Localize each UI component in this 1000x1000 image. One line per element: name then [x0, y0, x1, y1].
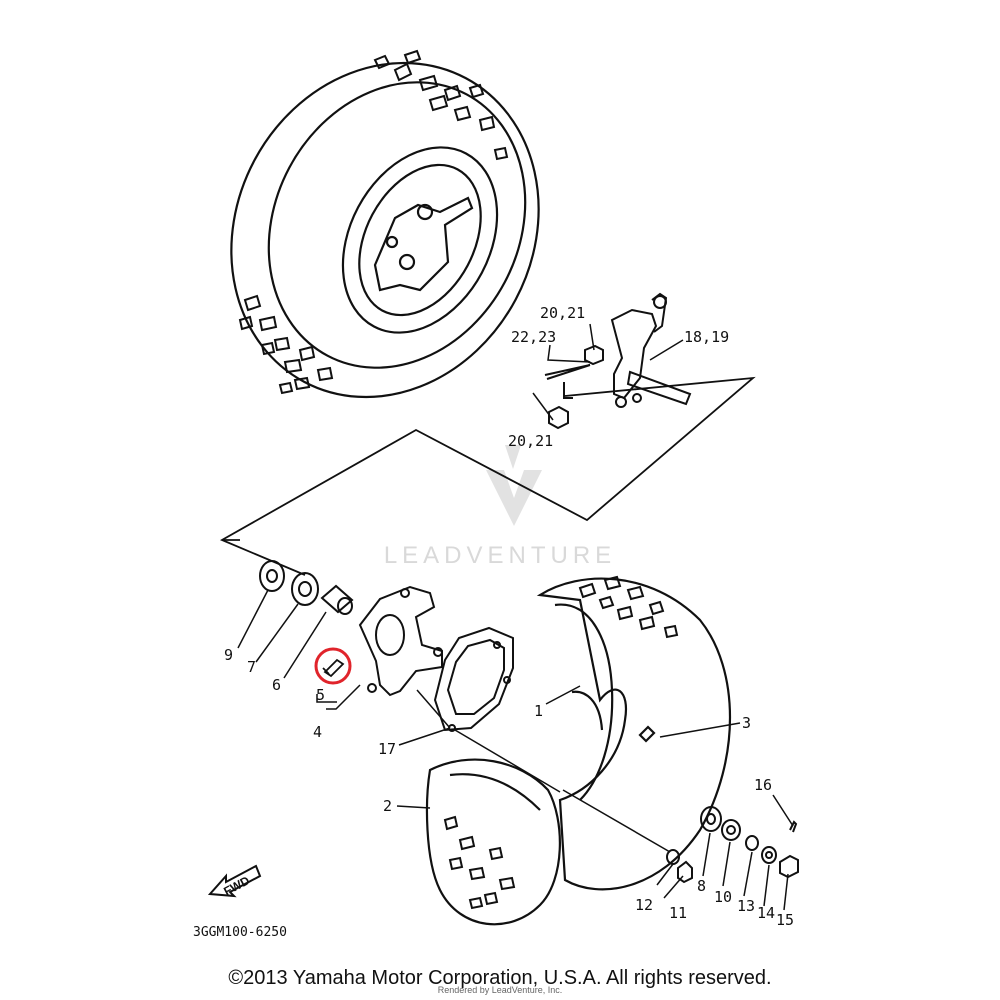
outer-hardware-parts — [666, 806, 799, 884]
part-labels: 1 2 3 4 5 6 7 8 9 10 11 12 13 14 15 16 1… — [224, 304, 794, 929]
watermark-logo — [486, 445, 542, 526]
leader-lines — [237, 323, 794, 911]
label-part-8[interactable]: 8 — [697, 877, 706, 895]
upper-tire-assembly — [230, 49, 540, 399]
label-part-22-23[interactable]: 22,23 — [511, 328, 556, 346]
label-part-10[interactable]: 10 — [714, 888, 732, 906]
lower-tire-assembly — [425, 575, 732, 926]
label-part-9[interactable]: 9 — [224, 646, 233, 664]
label-part-6[interactable]: 6 — [272, 676, 281, 694]
brake-disc — [433, 626, 514, 732]
label-part-3[interactable]: 3 — [742, 714, 751, 732]
label-part-11[interactable]: 11 — [669, 904, 687, 922]
label-part-2[interactable]: 2 — [383, 797, 392, 815]
label-part-7[interactable]: 7 — [247, 658, 256, 676]
label-part-12[interactable]: 12 — [635, 896, 653, 914]
leader-frame — [219, 376, 756, 576]
watermark-text: LEADVENTURE — [384, 542, 616, 569]
copyright-notice: ©2013 Yamaha Motor Corporation, U.S.A. A… — [228, 967, 772, 989]
label-part-5[interactable]: 5 — [316, 686, 325, 704]
label-part-17[interactable]: 17 — [378, 740, 396, 758]
rendered-by-note: Rendered by LeadVenture, Inc. — [437, 985, 563, 995]
label-part-1[interactable]: 1 — [534, 702, 543, 720]
label-part-18-19[interactable]: 18,19 — [684, 328, 729, 346]
highlight-part-5[interactable] — [314, 647, 352, 685]
label-part-4[interactable]: 4 — [313, 723, 322, 741]
label-part-20-21-bottom[interactable]: 20,21 — [508, 432, 553, 450]
label-part-13[interactable]: 13 — [737, 897, 755, 915]
drawing-code: 3GGM100-6250 — [193, 925, 287, 940]
label-part-14[interactable]: 14 — [757, 904, 775, 922]
lower-hub-parts — [259, 560, 443, 697]
label-part-16[interactable]: 16 — [754, 776, 772, 794]
label-part-20-21-top[interactable]: 20,21 — [540, 304, 585, 322]
fwd-direction-arrow: FWD — [207, 864, 262, 899]
label-part-15[interactable]: 15 — [776, 911, 794, 929]
